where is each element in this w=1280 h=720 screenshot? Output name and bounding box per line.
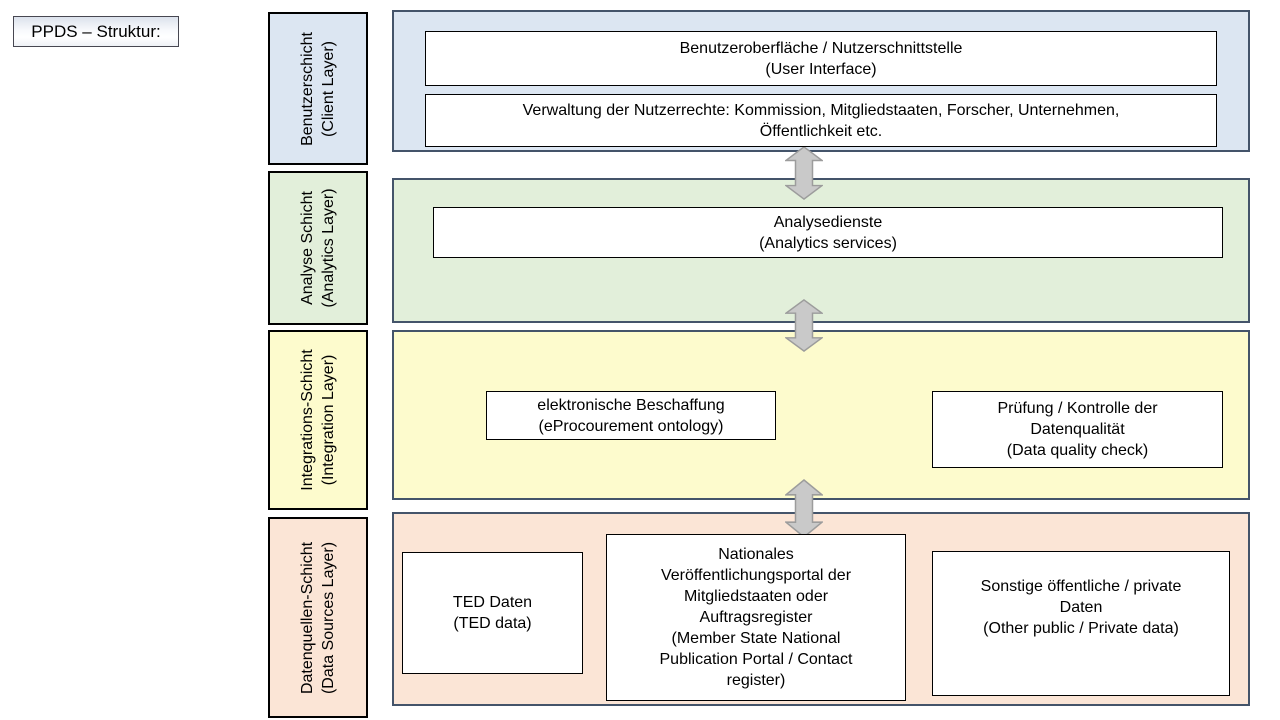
layer-label-analytics-text: Analyse Schicht (Analytics Layer) <box>297 188 339 307</box>
layer-label-line: (Analytics Layer) <box>320 188 337 308</box>
box-text-line: Mitgliedstaaten oder <box>683 588 829 605</box>
box-text-line: Daten <box>1059 599 1103 616</box>
layer-label-data-sources: Datenquellen-Schicht (Data Sources Layer… <box>268 517 368 718</box>
box-user-rights-management: Verwaltung der Nutzerrechte: Kommission,… <box>425 94 1217 147</box>
layer-label-integration-text: Integrations-Schicht (Integration Layer) <box>297 349 339 490</box>
box-text-line: Analysedienste <box>773 213 883 231</box>
layer-label-line: Benutzerschicht <box>299 31 316 146</box>
double-arrow-icon <box>785 146 823 200</box>
box-text-line: Nationales <box>718 546 794 563</box>
box-text-line: elektronische Beschaffung <box>537 396 725 414</box>
box-national-publication-portal: Nationales Veröffentlichungsportal der M… <box>606 534 906 701</box>
layer-label-line: (Data Sources Layer) <box>320 541 337 694</box>
double-arrow-icon <box>785 479 823 538</box>
box-ted-data: TED Daten (TED data) <box>402 552 583 674</box>
box-text-line: (Member State National <box>671 630 841 647</box>
layer-label-line: Datenquellen-Schicht <box>299 541 316 694</box>
box-text-line: Publication Portal / Contact <box>659 651 853 668</box>
box-text-line: Benutzeroberfläche / Nutzerschnittstelle <box>679 39 963 57</box>
box-other-public-private-data: Sonstige öffentliche / private Daten (Ot… <box>932 551 1230 696</box>
box-text-line: (eProcourement ontology) <box>538 417 724 435</box>
box-text-line: (Data quality check) <box>1006 442 1149 459</box>
layer-label-line: (Client Layer) <box>320 40 337 137</box>
box-text-line: Verwaltung der Nutzerrechte: Kommission,… <box>522 101 1120 119</box>
box-analytics-services: Analysedienste (Analytics services) <box>433 207 1223 258</box>
box-text-line: Öffentlichkeit etc. <box>759 122 883 140</box>
box-text-line: (Other public / Private data) <box>983 620 1179 637</box>
page-title-text: PPDS – Struktur: <box>31 21 161 41</box>
box-text-line: (Analytics services) <box>759 234 897 252</box>
box-text-line: register) <box>726 672 786 689</box>
box-text-line: (TED data) <box>453 615 532 632</box>
box-text-line: Sonstige öffentliche / private <box>980 578 1182 595</box>
box-user-interface: Benutzeroberfläche / Nutzerschnittstelle… <box>425 31 1217 86</box>
box-text-line: Datenqualität <box>1030 421 1125 438</box>
layer-label-data-sources-text: Datenquellen-Schicht (Data Sources Layer… <box>297 541 339 693</box>
box-data-quality-check: Prüfung / Kontrolle der Datenqualität (D… <box>932 391 1223 468</box>
layer-label-line: Analyse Schicht <box>299 191 316 305</box>
box-eprocurement-ontology: elektronische Beschaffung (eProcourement… <box>486 391 776 440</box>
layer-label-client: Benutzerschicht (Client Layer) <box>268 12 368 165</box>
box-text-line: Auftragsregister <box>699 609 813 626</box>
layer-label-integration: Integrations-Schicht (Integration Layer) <box>268 330 368 510</box>
double-arrow-icon <box>785 299 823 352</box>
box-text-line: TED Daten <box>452 594 533 611</box>
layer-label-analytics: Analyse Schicht (Analytics Layer) <box>268 171 368 325</box>
layer-label-line: Integrations-Schicht <box>299 349 316 491</box>
box-text-line: Prüfung / Kontrolle der <box>997 400 1158 417</box>
box-text-line: Veröffentlichungsportal der <box>660 567 852 584</box>
layer-label-line: (Integration Layer) <box>320 354 337 486</box>
layer-label-client-text: Benutzerschicht (Client Layer) <box>297 32 339 146</box>
box-text-line: (User Interface) <box>765 60 877 78</box>
page-title: PPDS – Struktur: <box>13 16 179 47</box>
